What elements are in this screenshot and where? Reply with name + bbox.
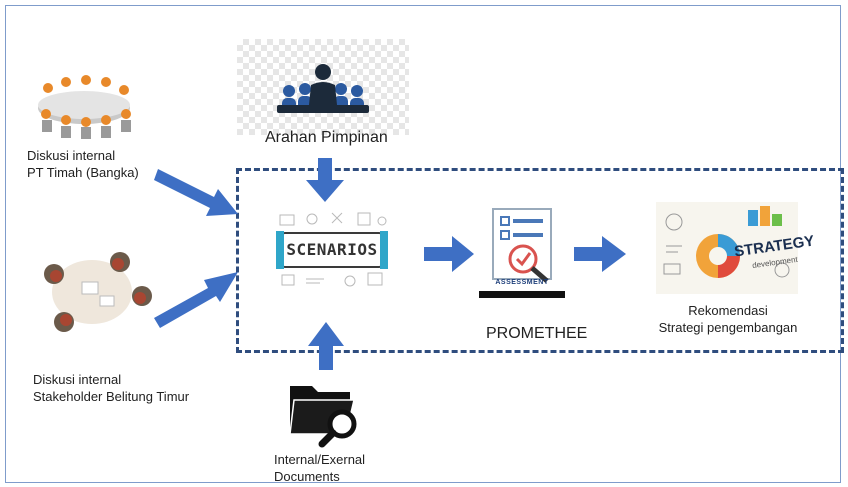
promethee-label: PROMETHEE xyxy=(486,325,588,342)
arrow-scenarios-to-assessment-icon xyxy=(424,236,474,272)
assessment-checklist-icon xyxy=(479,208,565,298)
strategy-image: STRATEGY development xyxy=(656,202,815,294)
scenarios-label: SCENARIOS xyxy=(286,240,378,259)
arrow-beltim-icon xyxy=(154,272,238,328)
assessment-label: ASSESSMENT xyxy=(495,279,549,286)
arrow-bangka-icon xyxy=(154,169,238,216)
scenarios-sketch-icon xyxy=(276,212,388,287)
meeting-beltim-line2: Stakeholder Belitung Timur xyxy=(33,389,190,404)
strategy-caption: Rekomendasi Strategi pengembangan xyxy=(633,302,823,336)
meeting-round-table-icon xyxy=(44,252,152,332)
strategy-caption-line2: Strategi pengembangan xyxy=(658,320,798,335)
arrow-assessment-to-strategy-icon xyxy=(574,236,626,272)
documents-image xyxy=(286,378,366,450)
meeting-bangka-line2: PT Timah (Bangka) xyxy=(27,165,139,180)
documents-label: Internal/Exernal Documents xyxy=(274,451,365,485)
meeting-bangka-line1: Diskusi internal xyxy=(27,148,116,163)
meeting-beltim-label: Diskusi internal Stakeholder Belitung Ti… xyxy=(33,371,189,405)
assessment-image: ASSESSMENT xyxy=(477,205,567,298)
leadership-icon xyxy=(277,64,369,113)
meeting-table-icon xyxy=(38,75,131,139)
strategy-caption-line1: Rekomendasi xyxy=(688,303,768,318)
arrow-leadership-icon xyxy=(306,158,344,202)
meeting-bangka-image xyxy=(26,68,136,140)
leadership-image xyxy=(237,39,409,135)
process-box xyxy=(236,168,844,353)
documents-line2: Documents xyxy=(274,469,340,484)
strategy-chart-icon xyxy=(663,206,790,278)
scenarios-image: SCENARIOS xyxy=(272,209,394,291)
leadership-label: Arahan Pimpinan xyxy=(265,129,388,146)
diagram-frame xyxy=(5,5,841,483)
meeting-bangka-label: Diskusi internal PT Timah (Bangka) xyxy=(27,147,139,181)
arrow-documents-icon xyxy=(308,322,344,370)
folder-search-icon xyxy=(289,386,357,448)
meeting-beltim-line1: Diskusi internal xyxy=(33,372,122,387)
documents-line1: Internal/Exernal xyxy=(274,452,366,467)
meeting-beltim-image xyxy=(20,240,158,340)
